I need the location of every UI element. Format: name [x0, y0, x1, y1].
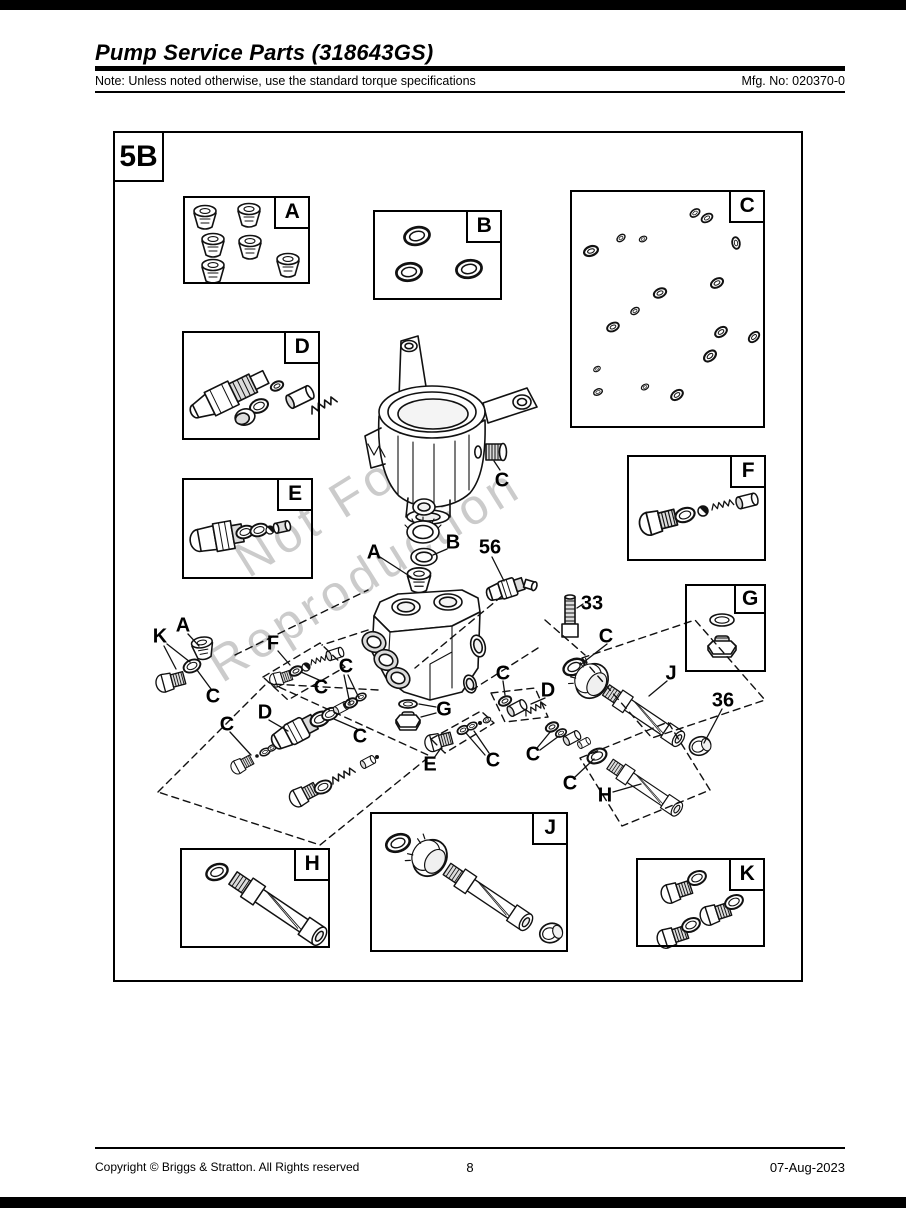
mfg-number: Mfg. No: 020370-0 [741, 74, 845, 88]
kit-box-e-label: E [277, 477, 314, 511]
kit-box-b: B [373, 209, 503, 300]
figure-border [113, 131, 803, 982]
callout-33: 33 [580, 592, 604, 615]
kit-e-outlet-fitting [189, 519, 292, 553]
b-oring [410, 547, 438, 567]
callout-c-e-group: C [485, 749, 501, 772]
exploded-diagram-artwork [153, 202, 766, 952]
callout-c-h-group: C [562, 772, 578, 795]
kit-box-c-label: C [729, 189, 766, 223]
kit-box-d-label: D [284, 330, 321, 364]
kit-d-unloader-valve [189, 369, 338, 426]
kit-box-a: A [183, 195, 311, 284]
kit-box-j: J [370, 811, 569, 952]
callout-h-tube: H [597, 784, 613, 807]
bolt-33 [561, 594, 579, 638]
callout-d-unloader: D [257, 701, 273, 724]
kit-box-k: K [636, 857, 766, 947]
pump-crankcase [364, 335, 538, 525]
footer-date: 07-Aug-2023 [769, 1160, 845, 1175]
note-row: Note: Unless noted otherwise, use the st… [95, 74, 845, 88]
dashed-guides [157, 589, 766, 846]
callout-f-check-valve: F [266, 632, 280, 655]
kit-g-nut-washer [707, 613, 737, 658]
kit-box-h-label: H [294, 847, 331, 881]
callout-d-mid: D [540, 679, 556, 702]
callout-g-nut: G [436, 698, 452, 721]
kit-box-b-label: B [466, 209, 503, 243]
kit-box-e: E [182, 477, 314, 579]
kit-box-j-label: J [532, 811, 569, 845]
kit-box-h: H [180, 847, 331, 948]
g-washer-nut [395, 699, 421, 731]
callout-c-d-right: C [352, 725, 368, 748]
torque-note: Note: Unless noted otherwise, use the st… [95, 74, 476, 88]
check-valve-chains [153, 634, 379, 811]
callout-b-oring: B [445, 531, 461, 554]
callout-c-outlet: C [598, 625, 614, 648]
mid-chains [422, 693, 592, 754]
pump-manifold [361, 589, 487, 701]
callout-c-rings: C [338, 655, 354, 678]
kit-box-f-label: F [730, 454, 767, 488]
outlet-tube-h-chain [584, 744, 686, 820]
callout-a-cap-left: A [175, 614, 191, 637]
callout-c-d-left: C [219, 713, 235, 736]
thermal-relief-valve-56 [485, 576, 538, 602]
callout-j-tube: J [665, 662, 677, 685]
kit-box-k-label: K [729, 857, 766, 891]
callout-c-left: C [205, 685, 221, 708]
kit-box-c: C [570, 189, 766, 428]
callout-c-mid: C [525, 743, 541, 766]
footer-rule [95, 1147, 845, 1149]
kit-box-g: G [685, 583, 767, 672]
title-rule [95, 66, 845, 71]
callout-36: 36 [711, 689, 735, 712]
kit-box-d: D [182, 330, 321, 440]
callout-a-valve-cap: A [366, 541, 382, 564]
callout-c-d-mid: C [495, 662, 511, 685]
callout-c-crankcase-plug: C [494, 469, 510, 492]
footer-page-number: 8 [466, 1160, 474, 1175]
a-valve-cap [406, 567, 432, 594]
note-rule [95, 91, 845, 93]
leader-lines [163, 460, 723, 793]
figure-label: 5B [113, 131, 164, 182]
callout-56: 56 [478, 536, 502, 559]
kit-box-g-label: G [734, 583, 767, 614]
crankcase-plug [473, 442, 508, 462]
grommet-36 [685, 733, 715, 759]
page-bottom-bar [0, 1197, 906, 1208]
callout-e-fitting: E [423, 753, 437, 776]
page-title: Pump Service Parts (318643GS) [95, 40, 434, 65]
kit-box-a-label: A [274, 195, 311, 229]
callout-k-plug: K [152, 625, 168, 648]
page-top-bar [0, 0, 906, 10]
kit-box-f: F [627, 454, 767, 561]
seal-stack [404, 498, 442, 594]
callout-c-f-group: C [313, 676, 329, 699]
footer-copyright: Copyright © Briggs & Stratton. All Right… [95, 1160, 360, 1174]
